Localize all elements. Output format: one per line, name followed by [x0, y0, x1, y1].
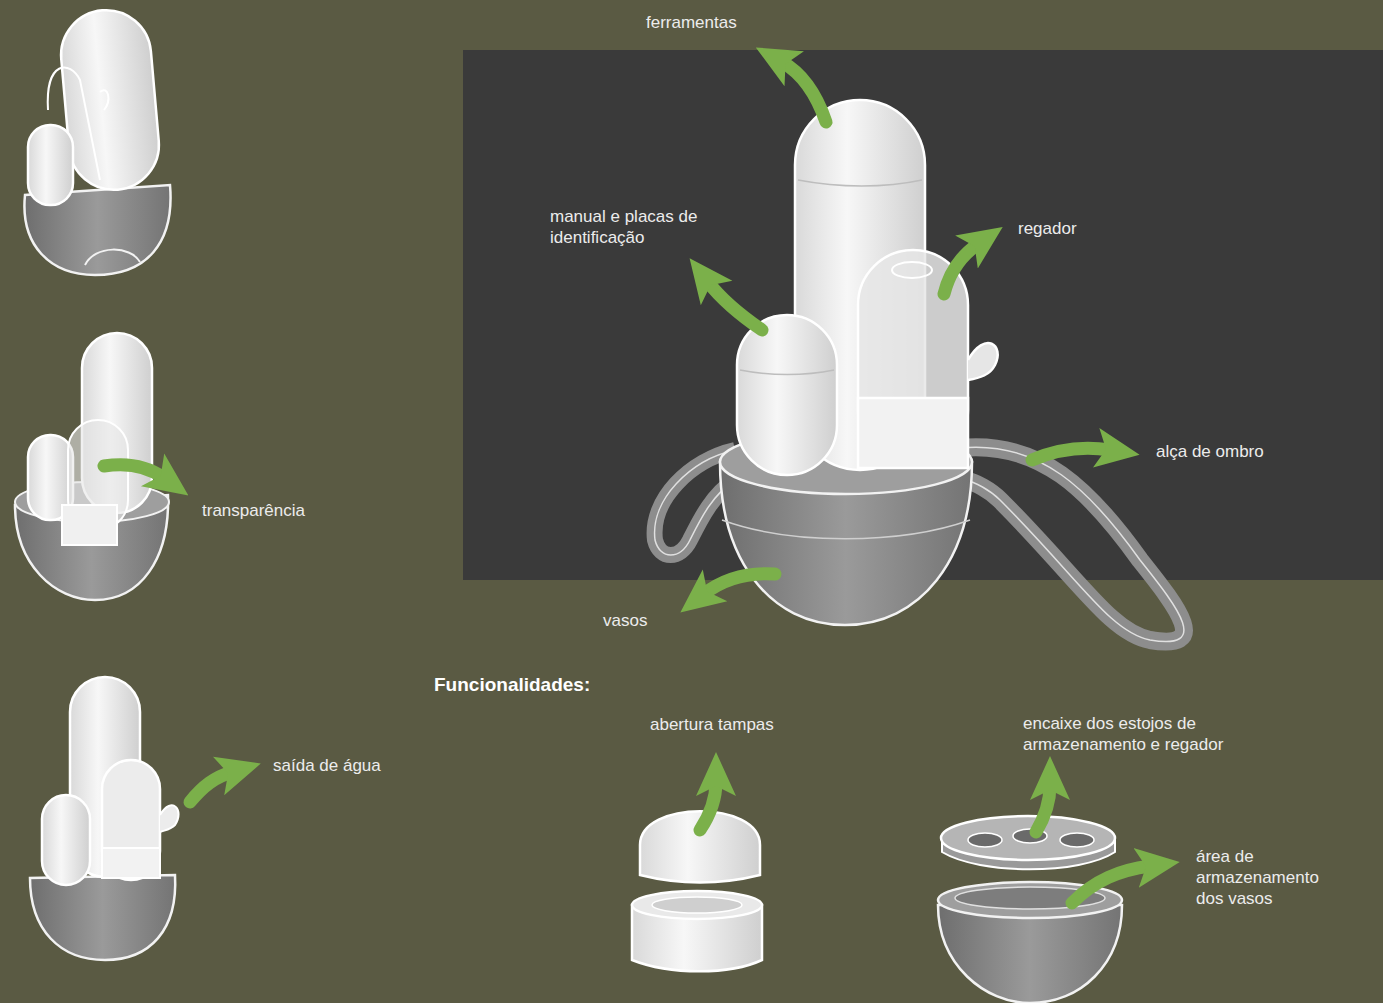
callout-arrows: [104, 62, 1150, 903]
part-label: manual e placas de identificação: [550, 206, 700, 248]
section-heading: Funcionalidades:: [434, 674, 654, 695]
side-view-figure: [24, 6, 170, 275]
feature-label: encaixe dos estojos de armazenamento e r…: [1023, 713, 1263, 755]
part-label: vasos: [603, 610, 683, 631]
part-label: regador: [1018, 218, 1138, 239]
feature-label: saída de água: [273, 755, 423, 776]
feature-label: transparência: [202, 500, 352, 521]
part-label: alça de ombro: [1156, 441, 1326, 462]
main-product: [655, 100, 1184, 642]
part-label: ferramentas: [646, 12, 806, 33]
storage-figure: [938, 816, 1122, 1003]
water-outlet-figure: [30, 677, 179, 960]
feature-label: área de armazenamento dos vasos: [1196, 846, 1336, 909]
transparency-figure: [15, 333, 169, 600]
feature-label: abertura tampas: [650, 714, 820, 735]
